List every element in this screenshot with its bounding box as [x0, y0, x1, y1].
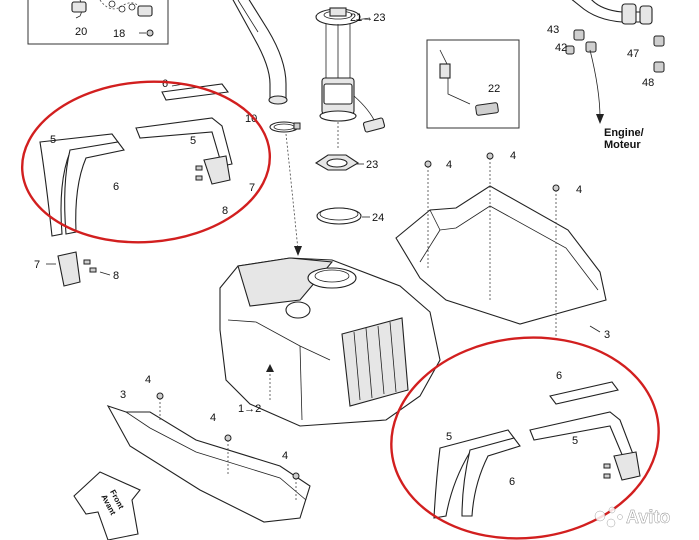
- label-6-left: 6: [113, 181, 119, 193]
- inset-box-top-left: 20 18: [27, 0, 169, 45]
- engine-label-line1: Engine/: [604, 127, 644, 139]
- label-42: 42: [555, 42, 567, 54]
- label-21-23: 21→23: [350, 12, 385, 24]
- right-strap-group: 6 5 5 6: [433, 370, 641, 519]
- label-3-right: 3: [604, 329, 610, 341]
- label-48: 48: [642, 77, 654, 89]
- highlight-circle-left: [20, 80, 272, 244]
- label-5-left-a: 5: [50, 134, 56, 146]
- label-5-left-b: 5: [190, 135, 196, 147]
- label-6-top-left: 6: [162, 78, 168, 90]
- avito-watermark: Avito: [594, 506, 671, 528]
- label-23: 23: [366, 159, 378, 171]
- label-20: 20: [75, 26, 87, 38]
- inset-box-sensor: 22: [426, 39, 520, 129]
- label-7-left: 7: [34, 259, 40, 271]
- label-7-left-circle: 7: [249, 182, 255, 194]
- skid-plate-right: 4 4 4 3: [395, 150, 610, 341]
- fuel-tank: 1→2: [219, 257, 441, 427]
- engine-label-line2: Moteur: [604, 139, 641, 151]
- label-6-right-b: 6: [509, 476, 515, 488]
- bracket-7-8-left: 7 8: [34, 251, 119, 287]
- skid-plate-left: 3 4 4 4: [106, 374, 311, 523]
- label-4-a: 4: [446, 159, 452, 171]
- label-1-2: 1→2: [238, 403, 261, 415]
- left-strap-group: 6 5 5 6 7 8: [39, 78, 255, 237]
- label-43: 43: [547, 24, 559, 36]
- label-4-c: 4: [576, 184, 582, 196]
- highlight-circle-right: [390, 336, 660, 540]
- label-4-f: 4: [282, 450, 288, 462]
- fuel-pump-module: 21→23: [315, 7, 385, 150]
- label-8-left: 8: [113, 270, 119, 282]
- label-6-right-a: 6: [556, 370, 562, 382]
- filler-hose: 10: [232, 0, 302, 256]
- label-47: 47: [627, 48, 639, 60]
- lock-ring-23: 23: [314, 154, 378, 171]
- label-5-right-b: 5: [572, 435, 578, 447]
- label-24: 24: [372, 212, 384, 224]
- label-22: 22: [488, 83, 500, 95]
- label-4-e: 4: [210, 412, 216, 424]
- watermark-text: Avito: [626, 507, 670, 527]
- label-8-left-circle: 8: [222, 205, 228, 217]
- label-5-right-a: 5: [446, 431, 452, 443]
- label-3-left: 3: [120, 389, 126, 401]
- gasket-ring-24: 24: [316, 207, 384, 225]
- label-4-b: 4: [510, 150, 516, 162]
- front-arrow: Front Avant: [73, 471, 141, 540]
- label-4-d: 4: [145, 374, 151, 386]
- label-18: 18: [113, 28, 125, 40]
- label-10: 10: [245, 113, 257, 125]
- top-right-parts: 43 42 47 48 Engine/ Moteur: [547, 0, 665, 151]
